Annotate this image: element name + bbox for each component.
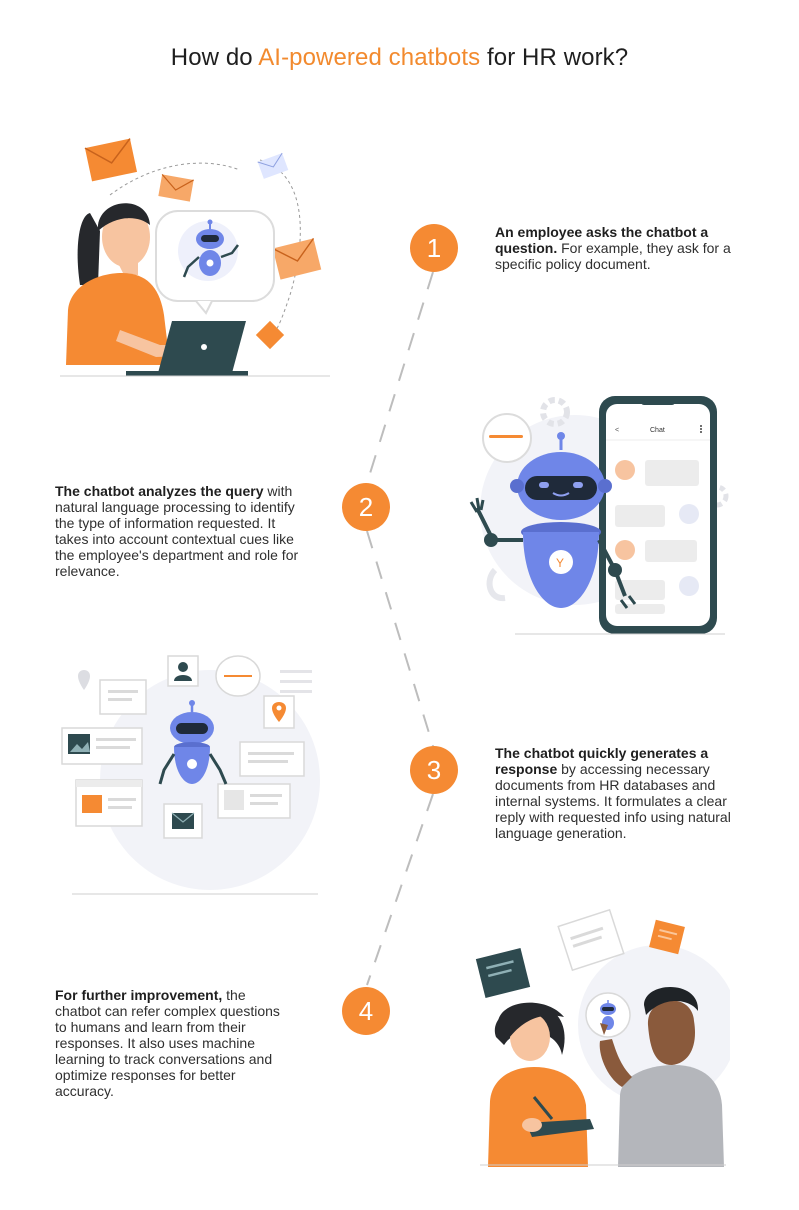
envelope-icon <box>257 152 289 179</box>
step-1-rest: For example, they ask for a specific pol… <box>495 240 731 272</box>
step-1-bold: An employee asks the chatbot a question. <box>495 224 709 256</box>
gear-icon <box>540 397 570 427</box>
location-pin-icon <box>78 670 90 690</box>
note-icon <box>557 908 625 972</box>
note-icon <box>649 919 685 955</box>
robot-icon: Y <box>469 432 637 609</box>
page-title: How do AI-powered chatbots for HR work? <box>0 44 799 72</box>
user-icon <box>167 655 199 687</box>
step-3-badge: 3 <box>410 746 458 794</box>
step-4-badge: 4 <box>342 987 390 1035</box>
robot-icon <box>158 700 228 785</box>
step-1-text: An employee asks the chatbot a question.… <box>495 224 755 272</box>
step-2-rest: with natural language processing to iden… <box>55 483 299 579</box>
phone-icon: < Chat <box>599 396 717 634</box>
location-pin-icon <box>263 695 295 729</box>
robot-documents-illustration <box>61 655 320 895</box>
envelope-icon <box>84 138 138 182</box>
step-2-text: The chatbot analyzes the query with natu… <box>55 483 300 579</box>
step-4-bold: For further improvement, <box>55 987 223 1003</box>
step-4-rest: the chatbot can refer complex questions … <box>55 987 280 1099</box>
image-icon <box>61 727 143 765</box>
step-4-text: For further improvement, the chatbot can… <box>55 987 295 1099</box>
step-2-badge: 2 <box>342 483 390 531</box>
laptop-icon <box>126 321 248 376</box>
step-3-rest: by accessing necessary documents from HR… <box>495 761 731 841</box>
step-3-bold: The chatbot quickly generates a response <box>495 745 709 777</box>
title-highlight: AI-powered chatbots <box>258 44 481 71</box>
step-2-bold: The chatbot analyzes the query <box>55 483 264 499</box>
robot-phone-illustration: < Chat Y <box>469 396 729 635</box>
step-3-text: The chatbot quickly generates a response… <box>495 745 745 841</box>
robot-icon <box>600 1000 616 1030</box>
phone-back: < <box>615 427 619 434</box>
envelope-icon <box>272 237 322 280</box>
employee-laptop-illustration <box>60 138 330 377</box>
note-icon <box>475 948 531 998</box>
phone-chat-header: Chat <box>650 427 665 434</box>
title-prefix: How do <box>170 44 259 71</box>
svg-text:Y: Y <box>556 556 564 570</box>
people-collaboration-illustration <box>475 908 730 1167</box>
title-suffix: for HR work? <box>480 44 629 71</box>
envelope-icon <box>158 173 194 202</box>
robot-icon <box>182 219 239 278</box>
step-1-badge: 1 <box>410 224 458 272</box>
envelope-icon <box>163 803 203 839</box>
